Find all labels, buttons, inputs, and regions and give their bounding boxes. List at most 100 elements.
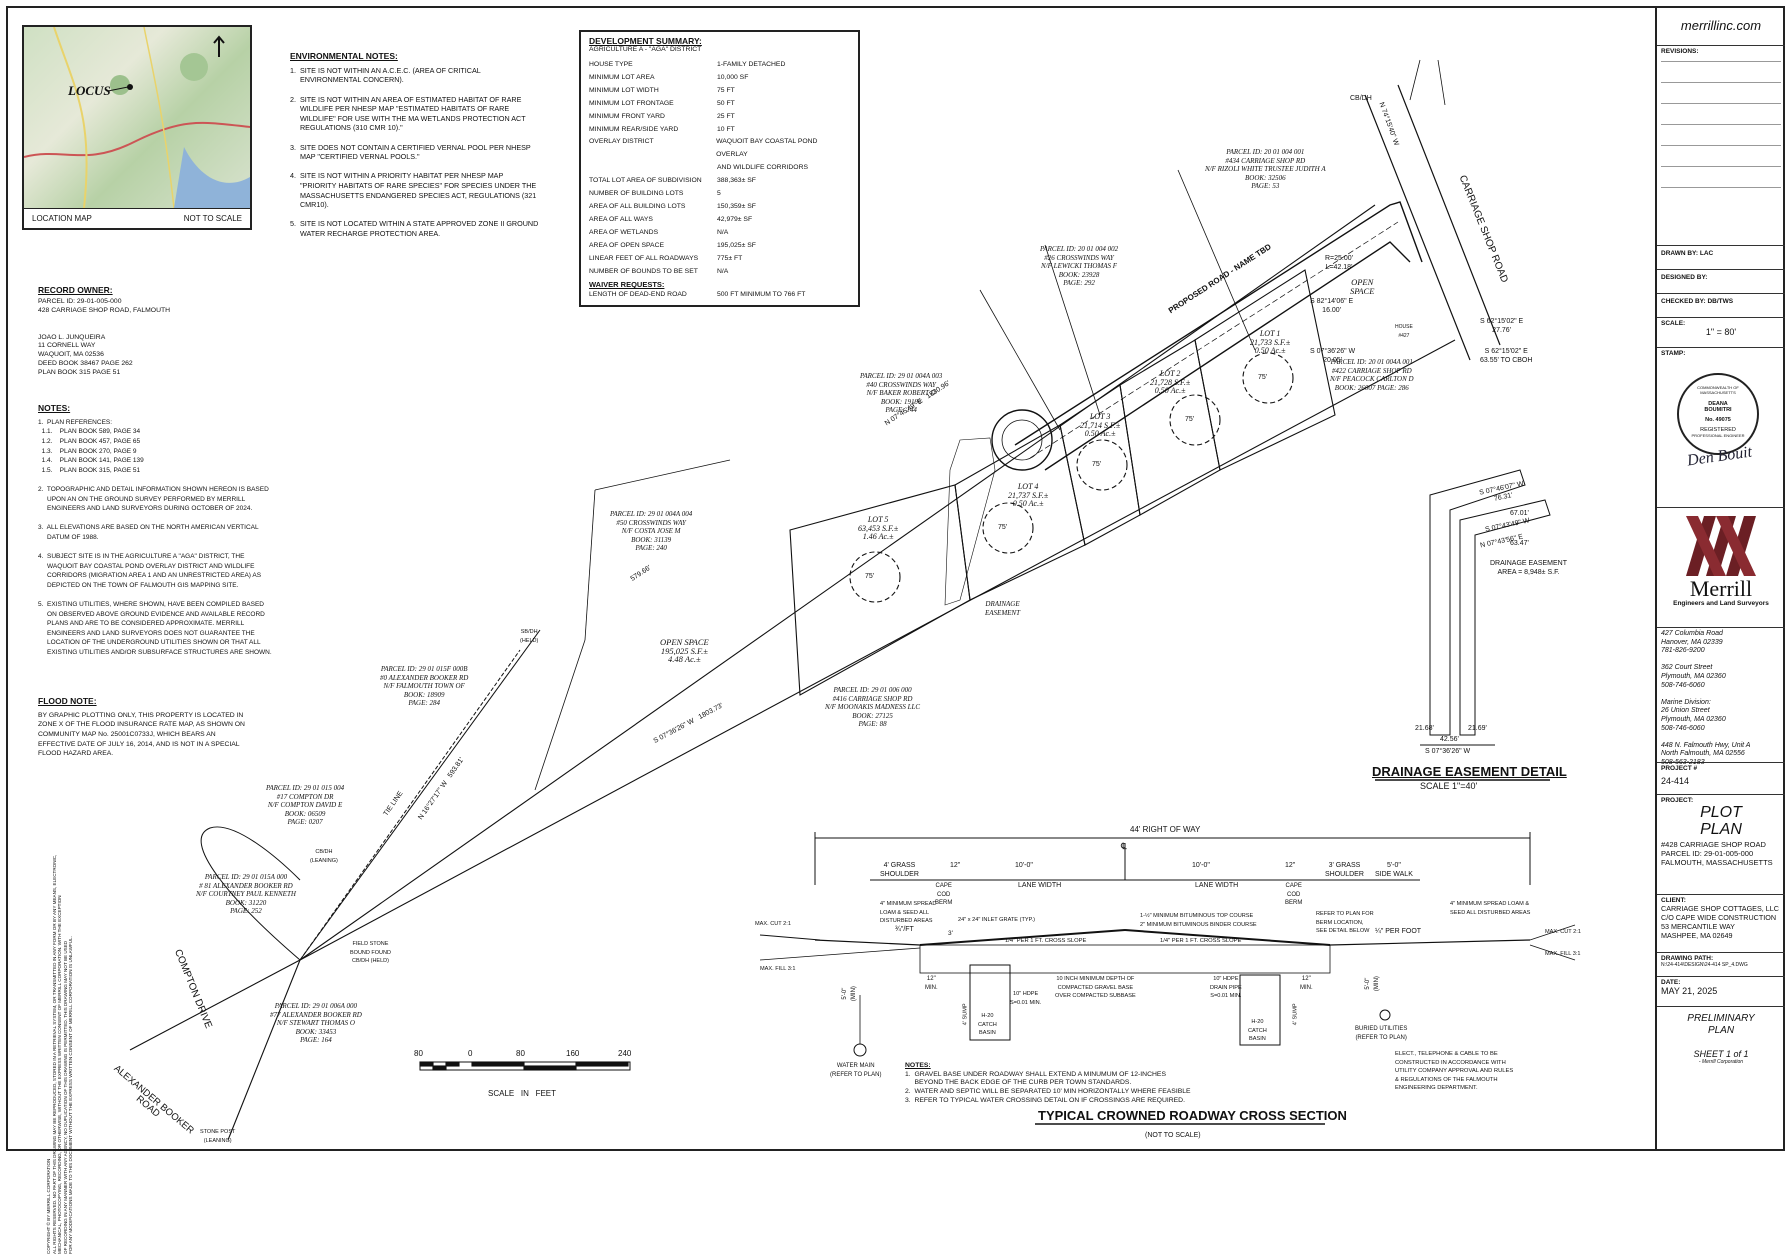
callout-min12-right: 12" MIN.	[1300, 976, 1313, 991]
summary-key: OVERLAY DISTRICT	[589, 138, 654, 146]
general-notes-body: 1. PLAN REFERENCES: 1.1. PLAN BOOK 589, …	[38, 418, 272, 657]
drainage-detail-title: DRAINAGE EASEMENT DETAIL	[1372, 764, 1567, 779]
segment-6: 5'-0" SIDE WALK	[1375, 862, 1413, 878]
revisions-box: REVISIONS:	[1657, 46, 1785, 246]
scale-caption: SCALE IN FEET	[488, 1089, 557, 1098]
callout-hdpe-right: 10" HDPE DRAIN PIPE S=0.01 MIN.	[1210, 976, 1242, 1000]
lot-1-building-circle	[1242, 352, 1294, 404]
summary-key: LENGTH OF DEAD-END ROAD	[589, 291, 687, 299]
lot-1-label: LOT 1 21,733 S.F.± 0.50 Ac.±	[1250, 329, 1291, 356]
proposed-road-centerline	[1029, 221, 1399, 459]
drawn-by: DRAWN BY: LAC	[1657, 246, 1785, 270]
proposed-road-edge-north	[1014, 201, 1423, 446]
summary-row: HOUSE TYPE 1-FAMILY DETACHED	[589, 59, 850, 72]
callout-hdpe-left: 10" HDPE S=0.01 MIN.	[1010, 991, 1042, 1006]
drainage-detail-area: DRAINAGE EASEMENT AREA = 8,948± S.F.	[1490, 560, 1568, 576]
summary-key: NUMBER OF BUILDING LOTS	[589, 190, 684, 198]
callout-top-course: 1-½" MINIMUM BITUMINOUS TOP COURSE 2" MI…	[1140, 913, 1257, 928]
callout-ft-left: ¾"/FT	[895, 926, 914, 933]
website: merrillinc.com	[1657, 6, 1785, 46]
callout-depth-left: 5'-0" (MIN)	[841, 986, 857, 1002]
stamp-line-5: PROFESSIONAL ENGINEER	[1691, 433, 1745, 438]
development-summary-title: DEVELOPMENT SUMMARY:	[589, 36, 702, 46]
flood-note-title: FLOOD NOTE:	[38, 696, 97, 707]
scale-tick-4: 240	[618, 1049, 632, 1058]
site-plan-drawing	[129, 59, 1576, 1141]
parcel-label-10: PARCEL ID: 29 01 006A 000 #77 ALEXANDER …	[270, 1002, 362, 1045]
record-owner-title: RECORD OWNER:	[38, 284, 113, 295]
lot-5-circle-label: 75'	[865, 573, 875, 580]
callout-fill-right: MAX. FILL 3:1	[1545, 951, 1581, 957]
designed-by: DESIGNED BY:	[1657, 270, 1785, 294]
locus-footer: LOCATION MAP NOT TO SCALE	[24, 208, 250, 228]
summary-row: AREA OF WETLANDS N/A	[589, 227, 850, 240]
client-box: CLIENT: CARRIAGE SHOP COTTAGES, LLC C/O …	[1657, 895, 1785, 953]
locus-map: LOCUS LOCATION MAP NOT TO SCALE	[22, 25, 252, 230]
lot-5-boundary	[789, 484, 971, 696]
summary-key: LINEAR FEET OF ALL ROADWAYS	[589, 254, 699, 262]
callout-slope-right: 1/4" PER 1 FT. CROSS SLOPE	[1160, 938, 1242, 944]
cross-section-subtitle: (NOT TO SCALE)	[1145, 1132, 1201, 1139]
segment-3: 10'-0"	[1192, 862, 1210, 869]
date-label: DATE:	[1661, 979, 1681, 986]
stamp-line-4: REGISTERED	[1700, 427, 1736, 433]
summary-value: 1-FAMILY DETACHED	[717, 61, 786, 68]
summary-key: MINIMUM LOT WIDTH	[589, 86, 659, 94]
stamp-box: STAMP: COMMONWEALTH OF MASSACHUSETTS DEA…	[1657, 348, 1785, 508]
project-number: 24-414	[1661, 776, 1690, 786]
company-logo-box: Merrill Engineers and Land Surveyors	[1657, 508, 1785, 628]
client-label: CLIENT:	[1661, 897, 1686, 904]
summary-key: HOUSE TYPE	[589, 61, 633, 68]
summary-value: N/A	[717, 228, 729, 236]
catch-basin-left: H-20 CATCH BASIN	[978, 1013, 997, 1037]
scale-label: SCALE:	[1661, 320, 1686, 327]
summary-value: 500 FT MINIMUM TO 766 FT	[717, 291, 806, 299]
summary-value: 388,363± SF	[717, 177, 756, 185]
drawing-path: N:\24-414\DESIGN\24-414 SP_4.DWG	[1661, 962, 1748, 968]
merrill-logo-icon	[1686, 516, 1756, 576]
centerline-symbol: ℄	[1121, 841, 1127, 851]
open-space-label: OPEN SPACE 195,025 S.F.± 4.48 Ac.±	[660, 637, 709, 665]
cb-dh-label: CB/DH	[1350, 95, 1372, 102]
segment-2: 10'-0"	[1015, 862, 1033, 869]
summary-key: AREA OF WETLANDS	[589, 228, 659, 236]
summary-key: TOTAL LOT AREA OF SUBDIVISION	[589, 177, 702, 185]
segment2-3: CAPE COD BERM	[1285, 883, 1303, 907]
drainage-dim-7: S 07°36'26" W	[1425, 748, 1471, 755]
stamp-line-0: COMMONWEALTH OF MASSACHUSETTS	[1697, 385, 1739, 395]
company-addresses: 427 Columbia Road Hanover, MA 02339 781-…	[1657, 628, 1785, 766]
client: CARRIAGE SHOP COTTAGES, LLC C/O CAPE WID…	[1661, 904, 1779, 940]
drainage-dim-3: 63.47'	[1510, 540, 1529, 547]
callout-dim-3: 3'	[948, 930, 953, 937]
project-address: #428 CARRIAGE SHOP ROAD PARCEL ID: 29-01…	[1661, 840, 1773, 867]
right-of-way-label: 44' RIGHT OF WAY	[1130, 825, 1201, 834]
summary-key: NUMBER OF BOUNDS TO BE SET	[589, 267, 698, 275]
catch-basin-right: H-20 CATCH BASIN	[1248, 1019, 1267, 1043]
status-box: PRELIMINARY PLAN SHEET 1 of 1 - Merrill …	[1657, 1007, 1785, 1071]
checked-by: CHECKED BY: DB/TWS	[1657, 294, 1785, 318]
sb-dh-label: SB/DH (HELD)	[520, 629, 539, 644]
bearing-carriage-2: S 62°15'02" E 27.76'	[1480, 318, 1524, 334]
summary-row: AND WILDLIFE CORRIDORS	[589, 162, 850, 175]
drainage-easement-area	[944, 437, 996, 606]
cul-de-sac-outer	[991, 409, 1053, 471]
drainage-dim-8: 42.56'	[1440, 736, 1459, 743]
locus-map-image: LOCUS	[24, 27, 250, 208]
segment-1: 12"	[950, 862, 961, 869]
checked-by-label: CHECKED BY: DB/TWS	[1661, 298, 1734, 305]
lot-5-building-circle	[849, 551, 901, 603]
drainage-easement-label: DRAINAGE EASEMENT	[985, 600, 1020, 617]
lot-5-label: LOT 5 63,453 S.F.± 1.46 Ac.±	[858, 515, 899, 542]
lot-2-circle-label: 75'	[1185, 416, 1195, 423]
locus-footer-left: LOCATION MAP	[32, 214, 92, 223]
cross-section-notes: NOTES:1. GRAVEL BASE UNDER ROADWAY SHALL…	[905, 1045, 1325, 1114]
open-space-top-label: OPEN SPACE	[1350, 277, 1375, 296]
parcel-label-9: PARCEL ID: 29 01 015A 000 # 81 ALEXANDER…	[196, 873, 296, 916]
